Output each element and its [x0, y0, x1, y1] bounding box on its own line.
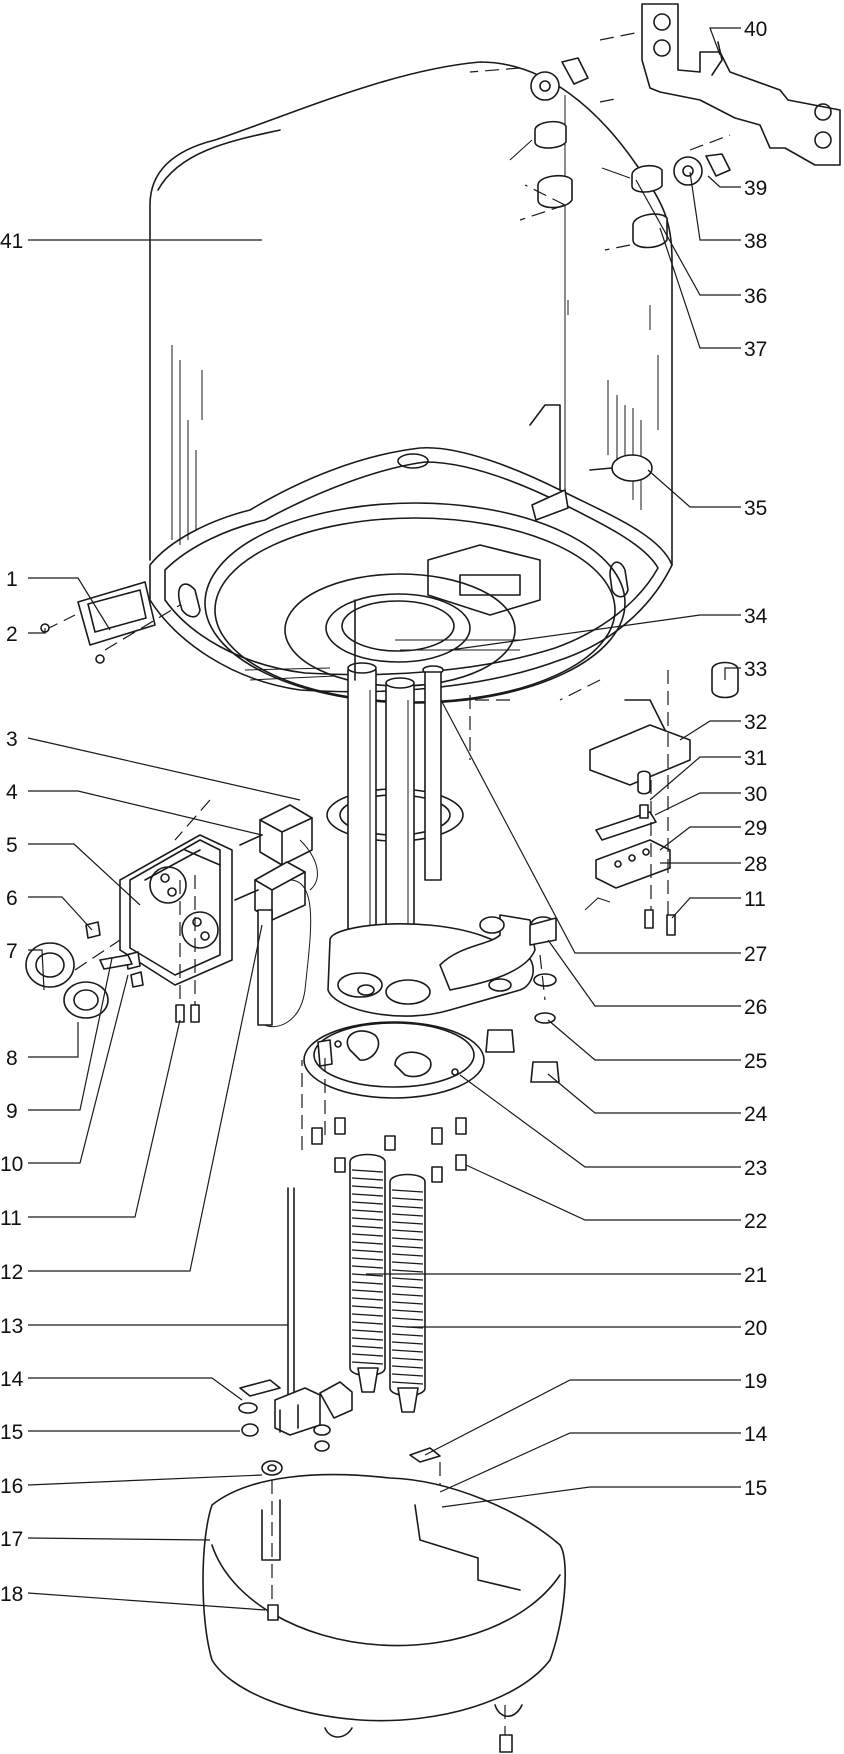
rating-plate-cover: [40, 581, 181, 664]
callout-32: 32: [744, 711, 767, 734]
callout-20: 20: [744, 1317, 767, 1340]
callout-41: 41: [0, 230, 23, 253]
callout-39: 39: [744, 177, 767, 200]
callout-1: 1: [6, 568, 18, 591]
terminal-block-assembly: [460, 661, 739, 936]
callout-2: 2: [6, 623, 18, 646]
callout-36: 36: [744, 285, 767, 308]
callout-29: 29: [744, 817, 767, 840]
tank-shading-lines: [171, 300, 659, 545]
coil-winding-left: [351, 1169, 384, 1365]
bolts: [311, 1117, 467, 1183]
callout-6: 6: [6, 887, 18, 910]
callout-23: 23: [744, 1157, 767, 1180]
callout-4: 4: [6, 781, 18, 804]
water-heater-tank: [149, 61, 673, 704]
wall-bracket: [641, 3, 841, 166]
element-flange-plate: [301, 1021, 485, 1183]
callout-11-left: 11: [0, 1207, 22, 1230]
callout-14-left: 14: [0, 1368, 24, 1391]
thermal-cutout: [234, 804, 318, 1028]
callout-31: 31: [744, 747, 767, 770]
callout-7: 7: [6, 940, 18, 963]
callout-15-right: 15: [744, 1477, 767, 1500]
callout-14-right: 14: [744, 1423, 768, 1446]
callout-21: 21: [744, 1264, 767, 1287]
callout-30: 30: [744, 783, 767, 806]
callout-15-left: 15: [0, 1421, 23, 1444]
callout-38: 38: [744, 230, 767, 253]
heating-coils: [349, 1153, 426, 1413]
callout-17: 17: [0, 1528, 23, 1551]
leader-lines: [27, 27, 741, 1611]
callout-40: 40: [744, 18, 767, 41]
callout-labels: 1 2 3 4 5 6 7 8 9 10 11 12 13 14 15 16 1…: [0, 18, 768, 1606]
callout-24: 24: [744, 1103, 768, 1126]
heating-element-tubes: [326, 599, 557, 1017]
callout-10: 10: [0, 1153, 23, 1176]
callout-3: 3: [6, 728, 18, 751]
clamp-parts: [238, 1187, 444, 1513]
callout-12: 12: [0, 1261, 23, 1284]
coil-winding-right: [391, 1189, 424, 1385]
callout-26: 26: [744, 996, 767, 1019]
callout-9: 9: [6, 1100, 18, 1123]
callout-34: 34: [744, 605, 768, 628]
thermostat-assembly: [25, 799, 233, 1023]
callout-13: 13: [0, 1315, 23, 1338]
callout-27: 27: [744, 943, 767, 966]
callout-16: 16: [0, 1475, 23, 1498]
callout-5: 5: [6, 834, 18, 857]
bottom-cover: [202, 1460, 566, 1753]
callout-25: 25: [744, 1050, 767, 1073]
callout-37: 37: [744, 338, 767, 361]
callout-28: 28: [744, 853, 767, 876]
callout-22: 22: [744, 1210, 767, 1233]
callout-33: 33: [744, 658, 767, 681]
pipe-nuts-washers: [485, 954, 560, 1083]
anode-cap: [531, 454, 653, 521]
callout-19: 19: [744, 1370, 767, 1393]
top-mount-fittings: [469, 31, 731, 251]
callout-11-right: 11: [744, 888, 766, 911]
callout-35: 35: [744, 497, 767, 520]
callout-18: 18: [0, 1583, 23, 1606]
callout-8: 8: [6, 1047, 18, 1070]
